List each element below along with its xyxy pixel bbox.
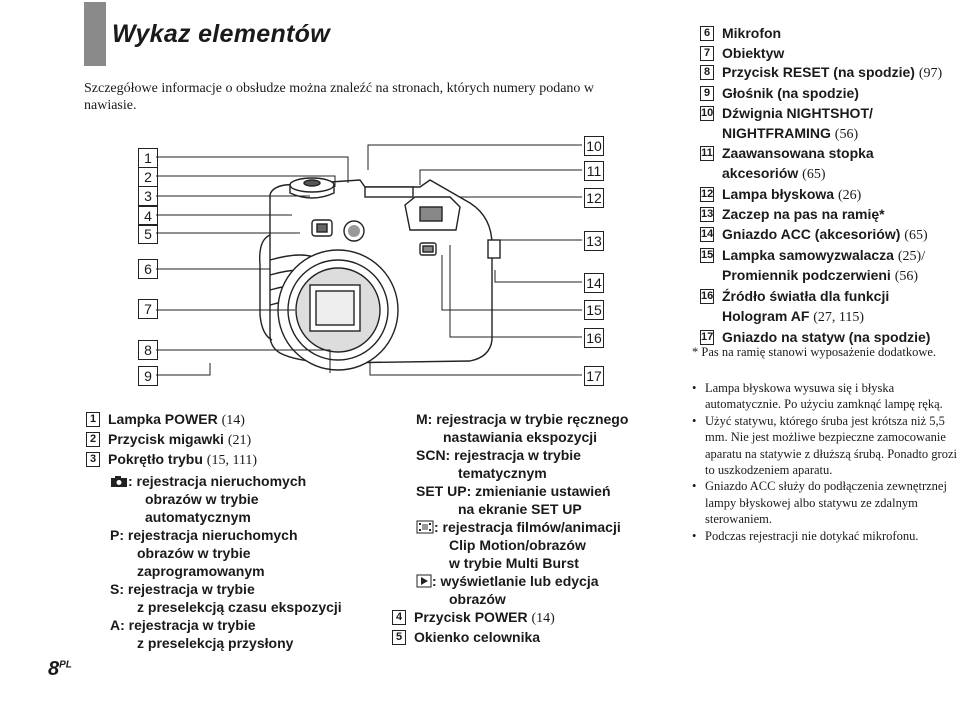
note-item: Podczas rejestracji nie dotykać mikrofon… bbox=[692, 528, 957, 545]
mode-p-line2: obrazów w trybie bbox=[137, 545, 251, 561]
camera-label: 7 bbox=[138, 299, 158, 319]
camera-label: 2 bbox=[138, 167, 158, 187]
camera-label: 1 bbox=[138, 148, 158, 168]
mode-s-line2: z preselekcją czasu ekspozycji bbox=[137, 599, 342, 615]
note-item: Lampa błyskowa wysuwa się i błyska autom… bbox=[692, 380, 957, 413]
parts-list-middle: M: rejestracja w trybie ręcznego nastawi… bbox=[392, 410, 682, 646]
camera-label: 13 bbox=[584, 231, 604, 251]
notes-list: Lampa błyskowa wysuwa się i błyska autom… bbox=[692, 380, 957, 544]
camera-label: 11 bbox=[584, 161, 604, 181]
mode-s: S: rejestracja w trybie bbox=[110, 581, 255, 597]
camera-label: 17 bbox=[584, 366, 604, 386]
camera-label: 15 bbox=[584, 300, 604, 320]
mode-p: P: rejestracja nieruchomych bbox=[110, 527, 298, 543]
play-icon bbox=[416, 574, 432, 588]
mode-movie: : rejestracja filmów/animacji bbox=[392, 518, 682, 536]
mode-movie-line2: Clip Motion/obrazów bbox=[449, 537, 586, 553]
camera-label: 14 bbox=[584, 273, 604, 293]
mode-auto: : rejestracja nieruchomych bbox=[86, 472, 376, 490]
camera-label: 9 bbox=[138, 366, 158, 386]
mode-auto-line2: obrazów w trybie bbox=[145, 491, 259, 507]
mode-scn-line2: tematycznym bbox=[458, 465, 547, 481]
mode-scn: SCN: rejestracja w trybie bbox=[416, 447, 581, 463]
camera-label: 12 bbox=[584, 188, 604, 208]
mode-a-line2: z preselekcją przysłony bbox=[137, 635, 294, 651]
camera-label: 4 bbox=[138, 206, 158, 226]
mode-setup: SET UP: zmienianie ustawień bbox=[416, 483, 611, 499]
section-tab bbox=[84, 2, 106, 66]
footnote: * Pas na ramię stanowi wyposażenie dodat… bbox=[692, 345, 937, 359]
camera-label: 6 bbox=[138, 259, 158, 279]
mode-auto-line3: automatycznym bbox=[145, 509, 251, 525]
page-title: Wykaz elementów bbox=[112, 20, 331, 48]
note-item: Gniazdo ACC służy do podłączenia zewnętr… bbox=[692, 478, 957, 527]
camera-label: 16 bbox=[584, 328, 604, 348]
camera-illustration bbox=[156, 144, 582, 376]
note-item: Użyć statywu, którego śruba jest krótsza… bbox=[692, 413, 957, 479]
camera-icon bbox=[111, 476, 127, 487]
mode-playback-line2: obrazów bbox=[449, 591, 506, 607]
mode-m-line2: nastawiania ekspozycji bbox=[443, 429, 598, 445]
page-number: 8PL bbox=[48, 658, 72, 680]
camera-label: 5 bbox=[138, 224, 158, 244]
mode-setup-line2: na ekranie SET UP bbox=[458, 501, 582, 517]
camera-label: 3 bbox=[138, 186, 158, 206]
intro-text: Szczegółowe informacje o obsłudze można … bbox=[84, 81, 595, 113]
camera-label: 8 bbox=[138, 340, 158, 360]
camera-label: 10 bbox=[584, 136, 604, 156]
mode-playback: : wyświetlanie lub edycja bbox=[392, 572, 682, 590]
mode-p-line3: zaprogramowanym bbox=[137, 563, 265, 579]
film-icon bbox=[416, 520, 434, 534]
mode-m: M: rejestracja w trybie ręcznego bbox=[416, 411, 629, 427]
mode-a: A: rejestracja w trybie bbox=[110, 617, 256, 633]
mode-movie-line3: w trybie Multi Burst bbox=[449, 555, 579, 571]
